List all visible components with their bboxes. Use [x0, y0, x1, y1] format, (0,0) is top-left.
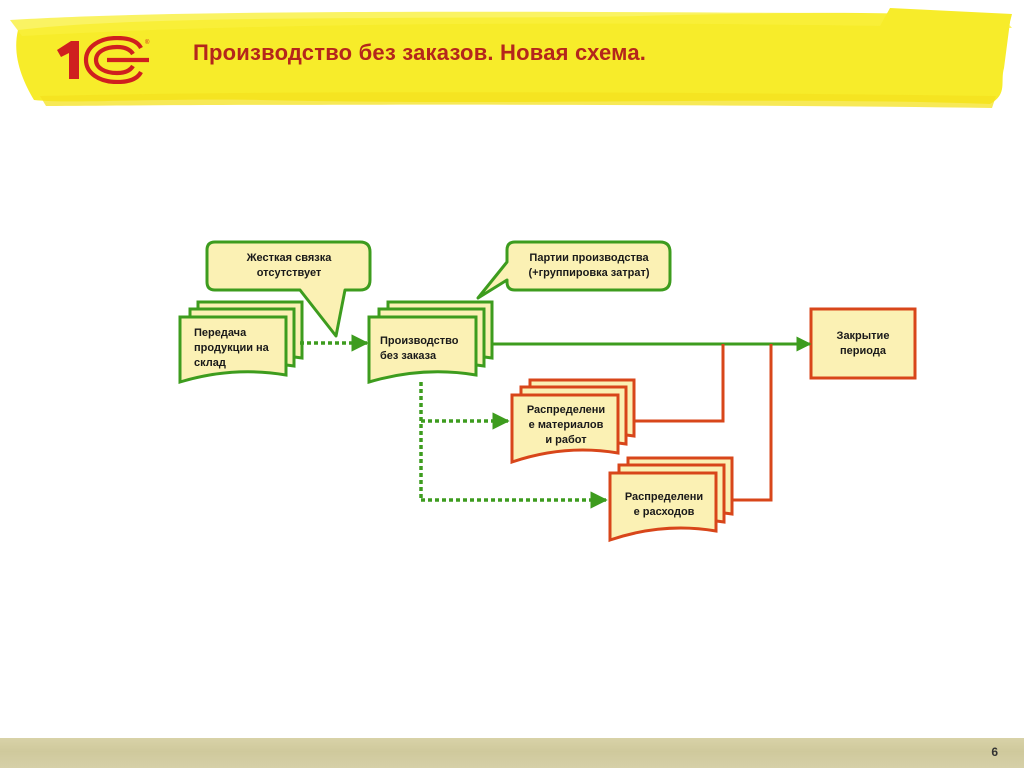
connector-distributions-to-line	[634, 344, 773, 502]
registered-mark-icon: ®	[145, 39, 150, 46]
1c-logo-icon: ®	[57, 36, 150, 84]
node-expenses-label: Распределени е расходов	[624, 491, 704, 518]
node-expenses-distribution	[608, 456, 734, 543]
callout-batches	[476, 240, 672, 300]
page-title: Производство без заказов. Новая схема.	[193, 40, 647, 65]
header-banner	[10, 8, 1012, 108]
node-production-label: Производство без заказа	[380, 335, 459, 362]
node-period-closing	[809, 307, 917, 380]
node-materials-distribution	[510, 378, 636, 465]
callout-batches-label: Партии производства (+группировка затрат…	[528, 252, 650, 279]
callout-no-link-label: Жесткая связка отсутствует	[246, 252, 332, 279]
logo-c-glyph	[83, 36, 149, 84]
arrow-production-to-distributions	[419, 382, 608, 509]
logo-one-glyph	[57, 41, 79, 79]
footer-bar	[0, 738, 1024, 768]
node-closing-label: Закрытие периода	[836, 330, 890, 357]
node-transfer-label: Передача продукции на склад	[194, 327, 269, 369]
page-number: 6	[991, 745, 998, 759]
callout-no-link	[205, 240, 372, 338]
node-materials-label: Распределени е материалов и работ	[526, 404, 606, 446]
node-production-without-order	[367, 300, 494, 385]
node-transfer-to-warehouse	[178, 300, 304, 385]
